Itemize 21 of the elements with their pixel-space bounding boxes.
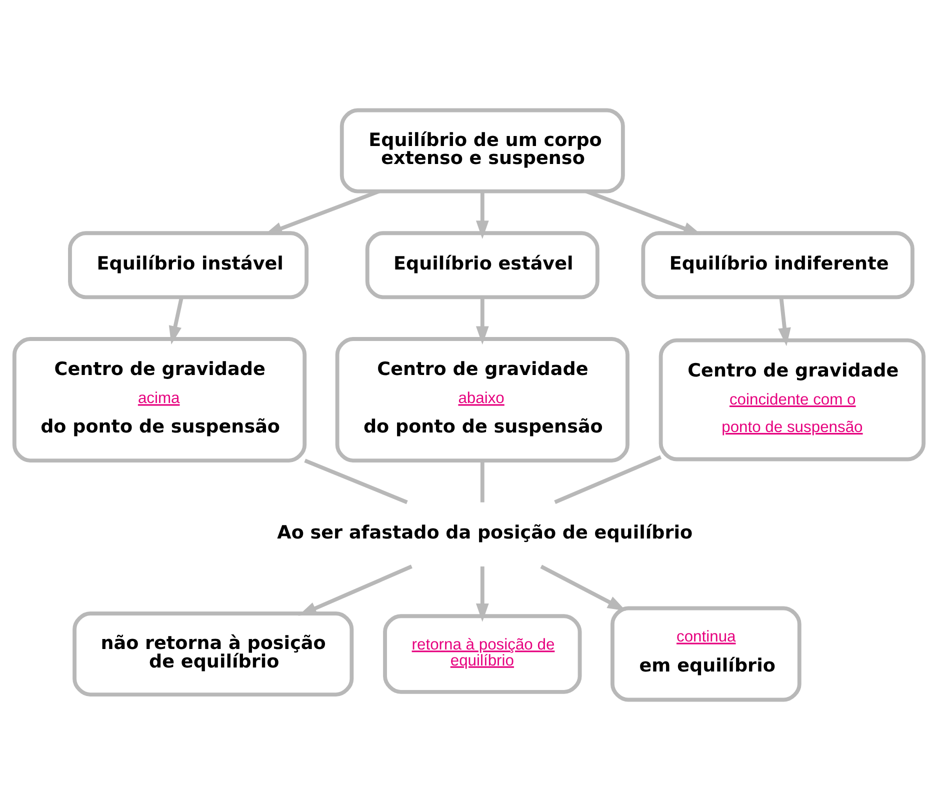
node-box: Centro de gravidade abaixo do ponto de suspensão: [334, 337, 629, 463]
node-box: Equilíbrio instável: [68, 231, 308, 300]
node-box: Equilíbrio indiferente: [640, 231, 914, 300]
node-box: Centro de gravidade coincidente com o ponto de suspensão: [658, 338, 926, 462]
arrow: [475, 566, 488, 622]
node-box: Equilíbrio estável: [364, 231, 599, 300]
connector: [480, 460, 484, 502]
arrow: [475, 192, 488, 239]
connector: [304, 458, 408, 504]
node-box: Centro de gravidade acima do ponto de suspensão: [12, 337, 306, 463]
arrow: [540, 564, 626, 611]
arrow: [475, 297, 488, 345]
arrow: [778, 297, 790, 346]
node-box: retorna à posição de equilíbrio: [382, 614, 582, 694]
connector: [554, 455, 662, 504]
arrow: [298, 564, 412, 616]
node-box: continua em equilíbrio: [610, 606, 801, 702]
arrow: [168, 296, 183, 344]
node-text: Ao ser afastado da posição de equilíbrio: [276, 522, 692, 544]
node-box: não retorna à posição de equilíbrio: [72, 612, 354, 696]
node-box: Equilíbrio de um corpo extenso e suspenso: [339, 108, 624, 194]
